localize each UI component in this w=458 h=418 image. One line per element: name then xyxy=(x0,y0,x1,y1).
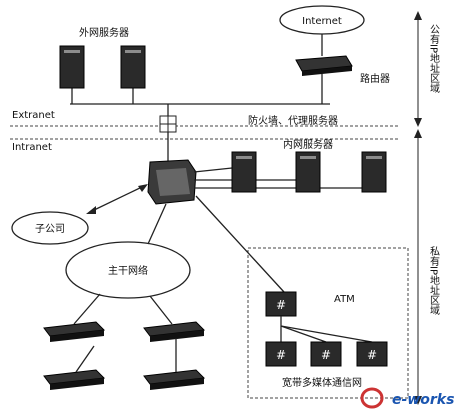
private-zone-arrow xyxy=(414,129,422,405)
subsidiary-ellipse xyxy=(11,211,89,245)
intranet-label: Intranet xyxy=(12,142,52,153)
private-zone-label: 私有IP地址区域 xyxy=(428,246,440,315)
public-zone-arrow xyxy=(414,11,422,127)
internet-label: Internet xyxy=(302,16,342,27)
atm-node-icon: # xyxy=(356,341,388,367)
router-label: 路由器 xyxy=(360,72,390,85)
atm-node-icon: # xyxy=(265,341,297,367)
firewall-icon xyxy=(159,115,177,133)
edge-switch-icon xyxy=(143,321,206,342)
backbone-ellipse xyxy=(65,241,191,299)
svg-text:#: # xyxy=(367,348,377,362)
router-icon xyxy=(295,55,353,76)
backbone-label: 主干网络 xyxy=(108,264,148,277)
firewall-label: 防火墙、代理服务器 xyxy=(248,114,338,127)
broadband-label: 宽带多媒体通信网 xyxy=(282,376,362,389)
e-works-logo: e-works xyxy=(360,387,454,409)
atm-switch-icon: # xyxy=(265,291,297,317)
atm-region xyxy=(247,247,409,399)
edge-switch-icon xyxy=(43,369,106,390)
intranet-server-icon xyxy=(231,151,257,193)
intranet-server-icon xyxy=(295,151,321,193)
extranet-servers-label: 外网服务器 xyxy=(79,26,129,39)
atm-node-icon: # xyxy=(310,341,342,367)
extranet-server-icon xyxy=(59,45,85,89)
subsidiary-label: 子公司 xyxy=(35,223,65,235)
intranet-servers-label: 内网服务器 xyxy=(283,138,333,151)
edge-switch-icon xyxy=(43,321,106,342)
watermark-label: e-works xyxy=(392,392,454,408)
double-arrow xyxy=(86,184,148,214)
public-zone-label: 公有IP地址区域 xyxy=(428,24,440,93)
edge-switch-icon xyxy=(143,369,206,390)
intranet-server-icon xyxy=(361,151,387,193)
svg-text:#: # xyxy=(321,348,331,362)
svg-text:#: # xyxy=(276,348,286,362)
extranet-label: Extranet xyxy=(12,110,55,121)
extranet-server-icon xyxy=(120,45,146,89)
svg-text:#: # xyxy=(276,298,286,312)
core-switch-icon xyxy=(147,159,197,205)
atm-label: ATM xyxy=(334,294,355,305)
